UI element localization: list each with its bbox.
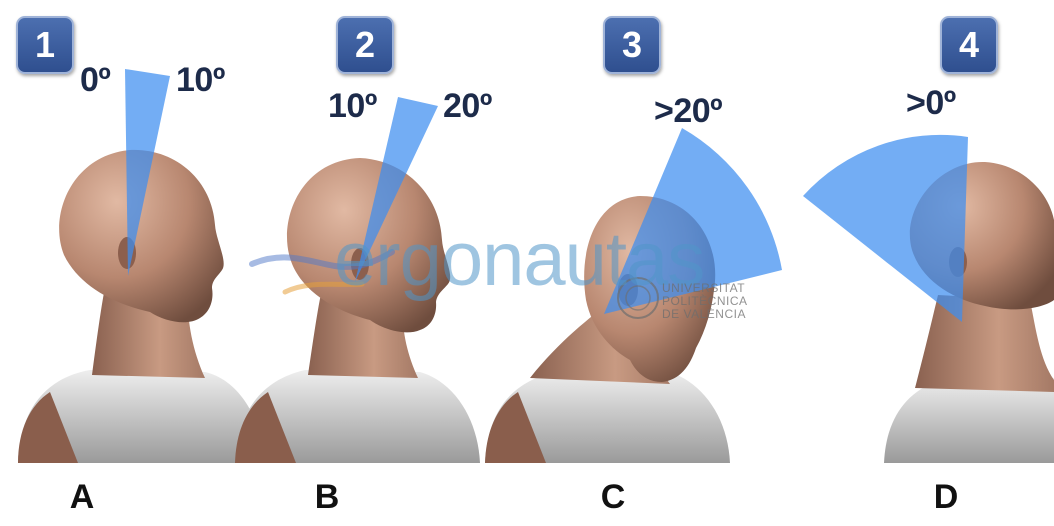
angle-label-b-end: 20º (443, 87, 492, 126)
angle-label-a-end: 10º (176, 61, 225, 100)
angle-label-b-start: 10º (328, 87, 377, 126)
angle-label-c: >20º (654, 92, 722, 131)
watermark-brand: ergonautas (334, 216, 704, 303)
angle-label-a-start: 0º (80, 61, 110, 100)
panel-caption-a: A (52, 478, 112, 517)
neck-d (915, 295, 1054, 392)
angle-label-d: >0º (906, 84, 956, 123)
range-sector-d (803, 135, 968, 322)
figure-d (803, 135, 1054, 463)
panel-caption-b: B (297, 478, 357, 517)
step-badge-1: 1 (16, 16, 74, 74)
watermark-institution: UNIVERSITAT POLITÈCNICA DE VALÈNCIA (662, 282, 748, 321)
panel-caption-c: C (583, 478, 643, 517)
step-badge-3: 3 (603, 16, 661, 74)
step-badge-4: 4 (940, 16, 998, 74)
step-badge-2: 2 (336, 16, 394, 74)
figure-a (18, 69, 265, 463)
panel-caption-d: D (916, 478, 976, 517)
